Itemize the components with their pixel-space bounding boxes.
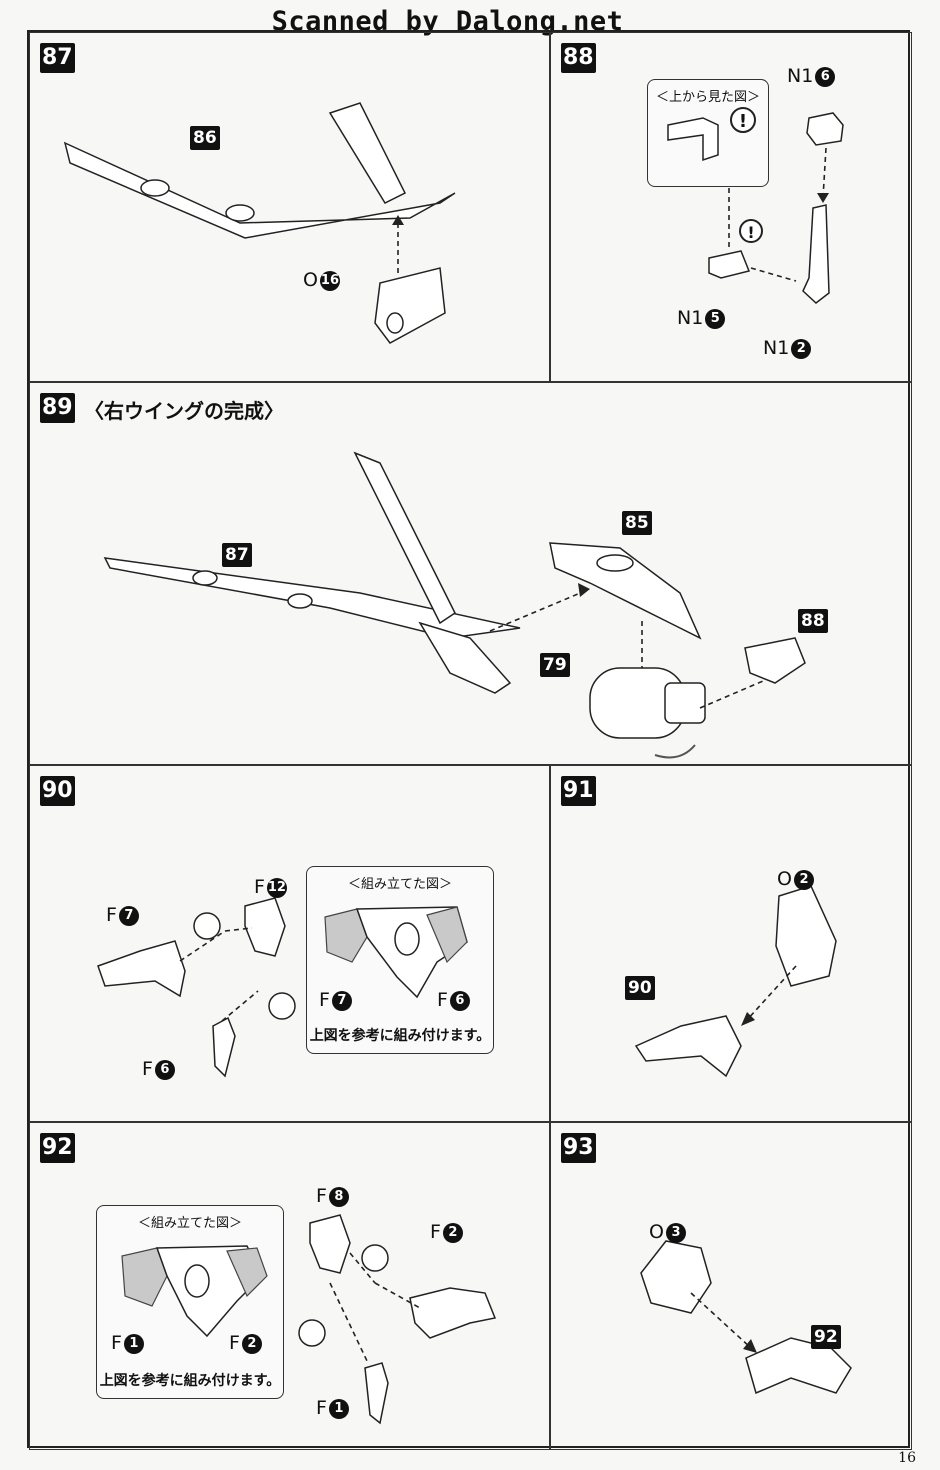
- step-89-drawing: [103, 451, 806, 759]
- assembled-view-90-drawing: [324, 906, 468, 999]
- wing-86-drawing: [63, 102, 456, 344]
- step-91-number: 91: [561, 776, 596, 806]
- page-number: 16: [898, 1450, 916, 1466]
- top-view-part-drawing: !: [667, 107, 756, 162]
- step-89-panel: 89 〈右ウイングの完成〉 87 85 88 79: [29, 382, 912, 765]
- step-87-number: 87: [40, 43, 75, 73]
- top-view-inset: ＜上から見た図＞ !: [647, 79, 769, 187]
- step-92-number: 92: [40, 1133, 75, 1163]
- part-92-tag: 92: [811, 1325, 841, 1349]
- part-88-tag: 88: [798, 609, 828, 633]
- part-87-tag: 87: [222, 543, 252, 567]
- step-92-drawing: [298, 1214, 497, 1425]
- part-85-tag: 85: [622, 511, 652, 535]
- assembled-view-inset-92-note: 上図を参考に組み付けます。: [99, 1373, 281, 1389]
- step-93-number: 93: [561, 1133, 596, 1163]
- svg-text:!: !: [747, 223, 754, 242]
- svg-text:!: !: [739, 111, 747, 132]
- assembled-view-inset-90-title: ＜組み立てた図＞: [347, 877, 452, 892]
- step-93-drawing: [640, 1240, 852, 1395]
- step-89-number: 89: [40, 393, 75, 423]
- step-88-number: 88: [561, 43, 596, 73]
- step-90-drawing: [97, 897, 296, 1078]
- assembled-view-92-drawing: [121, 1245, 268, 1338]
- step-89-title: 〈右ウイングの完成〉: [84, 399, 284, 423]
- part-86-tag: 86: [190, 126, 220, 150]
- step-88-drawing: !: [708, 112, 844, 304]
- part-90-tag: 90: [625, 976, 655, 1000]
- step-91-drawing: [634, 885, 837, 1078]
- assembled-view-inset-90-note: 上図を参考に組み付けます。: [309, 1028, 491, 1044]
- part-79-tag: 79: [540, 653, 570, 677]
- top-view-inset-title: ＜上から見た図＞: [655, 90, 760, 105]
- assembled-view-inset-92-title: ＜組み立てた図＞: [137, 1216, 242, 1231]
- step-90-number: 90: [40, 776, 75, 806]
